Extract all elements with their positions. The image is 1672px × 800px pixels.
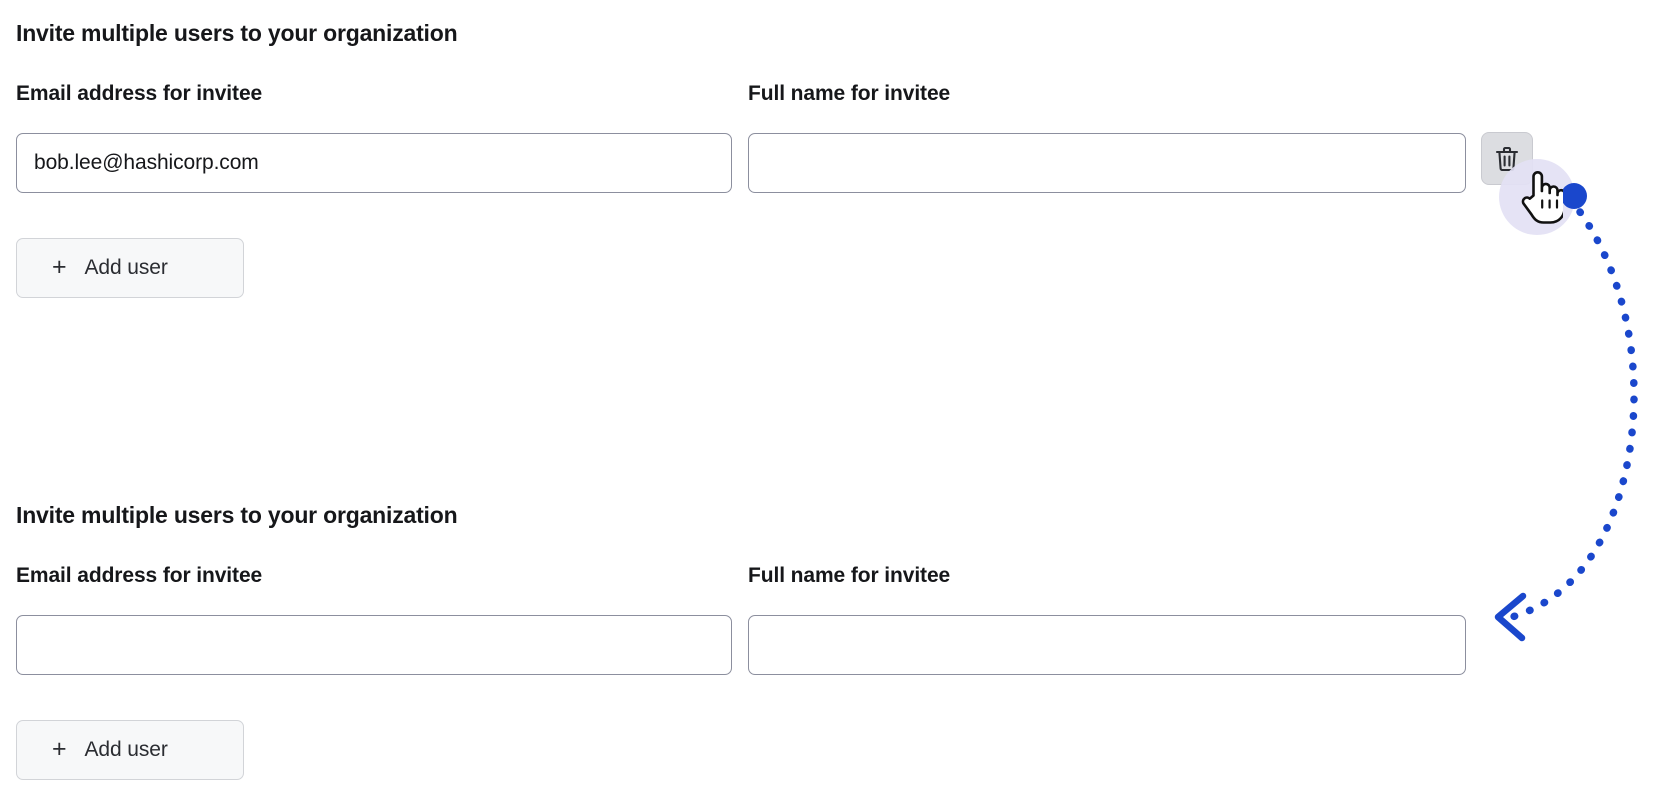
add-user-button-label: Add user [84,256,168,279]
delete-invitee-button[interactable] [1481,132,1533,185]
email-field-label: Email address for invitee [16,82,263,105]
full-name-input[interactable] [748,133,1466,193]
add-user-button[interactable]: + Add user [16,238,244,298]
trash-icon [1494,145,1520,173]
email-field-label-secondary: Email address for invitee [16,564,263,587]
add-user-button-secondary-label: Add user [84,738,168,761]
click-dot-marker-icon [1561,183,1587,209]
plus-icon: + [52,252,67,281]
full-name-field-label: Full name for invitee [748,82,951,105]
email-input-secondary[interactable] [16,615,732,675]
plus-icon-secondary: + [52,734,67,763]
page-title-secondary: Invite multiple users to your organizati… [16,502,458,528]
full-name-input-secondary[interactable] [748,615,1466,675]
add-user-button-secondary[interactable]: + Add user [16,720,244,780]
email-input-value: bob.lee@hashicorp.com [34,151,259,174]
email-input[interactable]: bob.lee@hashicorp.com [16,133,732,193]
page-title: Invite multiple users to your organizati… [16,20,458,46]
full-name-field-label-secondary: Full name for invitee [748,564,951,587]
